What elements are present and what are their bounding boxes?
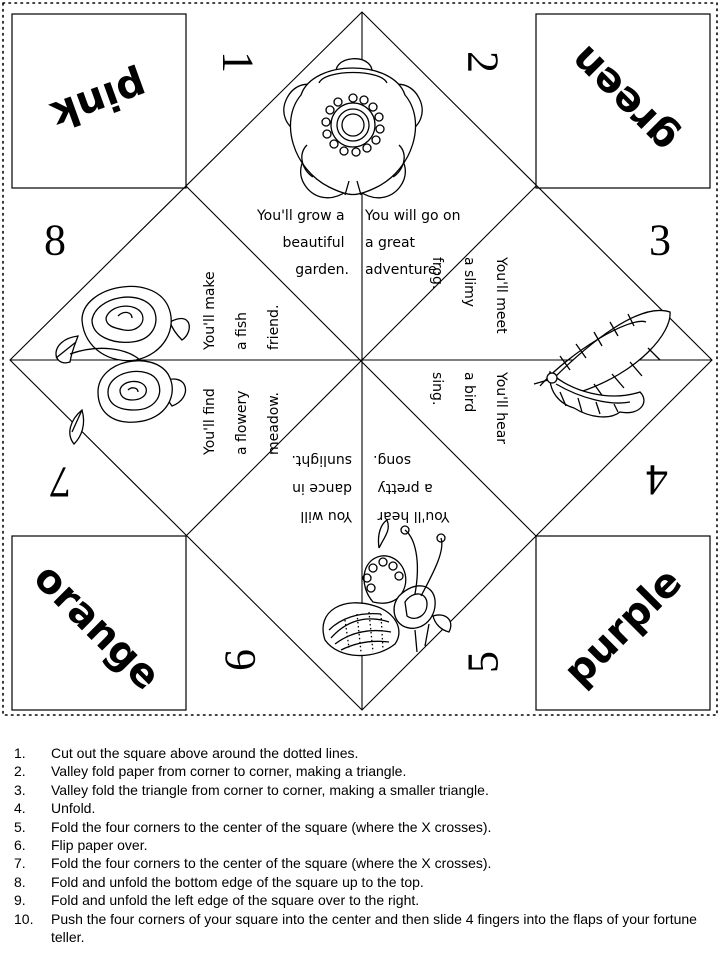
number-6: 6 <box>216 649 265 671</box>
fortune-bird: You'll hear a bird sing. <box>429 371 509 448</box>
flower-icon <box>283 58 423 199</box>
instruction-step: 9.Fold and unfold the left edge of the s… <box>14 892 420 909</box>
number-2: 2 <box>459 51 508 73</box>
number-8: 8 <box>44 216 66 265</box>
roses-icon <box>55 285 190 445</box>
number-3: 3 <box>649 216 671 265</box>
fortune-garden: You'll grow a beautiful garden. <box>256 208 349 278</box>
butterfly-icon <box>322 519 452 657</box>
fortune-fish: You'll make a fish friend. <box>202 267 282 351</box>
color-green: green <box>561 36 686 161</box>
fortune-teller-template: pink green orange purple 1 2 3 4 5 6 7 8… <box>2 2 718 716</box>
instruction-step: 2.Valley fold paper from corner to corne… <box>14 763 407 780</box>
instruction-step: 4.Unfold. <box>14 800 96 817</box>
fortune-meadow: You'll find a flowery meadow. <box>202 384 282 456</box>
fortune-frog: You'll meet a slimy frog. <box>429 256 509 338</box>
number-4: 4 <box>646 456 668 505</box>
fortune-song: You'll hear a pretty song. <box>373 452 450 524</box>
instruction-step: 5.Fold the four corners to the center of… <box>14 818 492 835</box>
instructions-list: 1.Cut out the square above around the do… <box>14 744 704 946</box>
fortune-sunlight: You will dance in sunlight. <box>288 452 353 524</box>
instruction-step: 8.Fold and unfold the bottom edge of the… <box>14 873 424 890</box>
number-5: 5 <box>459 651 508 673</box>
color-pink: pink <box>44 62 153 139</box>
corner-boxes <box>11 13 711 711</box>
color-orange: orange <box>25 555 170 700</box>
number-1: 1 <box>214 51 263 73</box>
instruction-step: 6.Flip paper over. <box>14 837 148 854</box>
instruction-step: 7.Fold the four corners to the center of… <box>14 855 492 872</box>
number-7: 7 <box>49 458 71 507</box>
instruction-step: 10.Push the four corners of your square … <box>14 910 697 946</box>
instruction-step: 1.Cut out the square above around the do… <box>14 745 359 761</box>
feather-icon <box>533 309 671 418</box>
fortune-adventure: You will go on a great adventure. <box>364 208 465 278</box>
dotted-cut-line <box>2 2 718 716</box>
instruction-step: 3.Valley fold the triangle from corner t… <box>14 781 489 798</box>
color-purple: purple <box>555 559 691 695</box>
